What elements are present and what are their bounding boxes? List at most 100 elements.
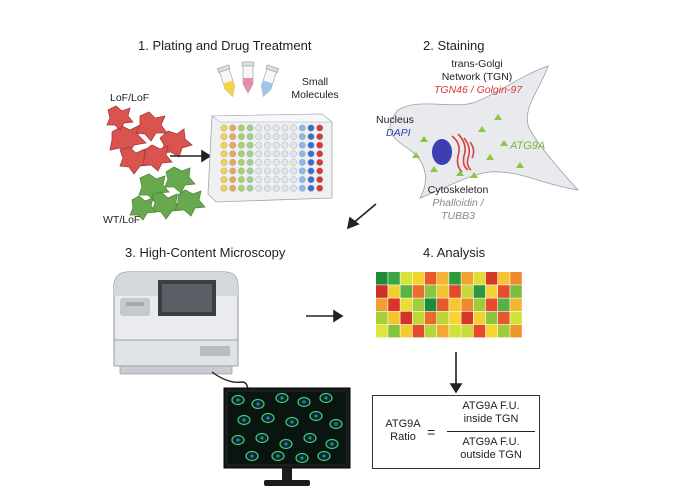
plate-well [307,150,315,158]
dapi-label: DAPI [386,127,411,139]
plate-well [316,133,324,141]
plate-well [220,133,228,141]
plate-well [237,167,245,175]
plate-well [281,184,289,192]
formula-numerator: ATG9A F.U. inside TGN [449,400,533,426]
plate-well [298,176,306,184]
well-plate [207,113,333,203]
plate-well [281,133,289,141]
plate-well [290,158,297,166]
plate-well [316,124,324,132]
cyto-markers-2: TUBB3 [441,210,475,222]
plate-well [281,141,289,149]
plate-well [307,184,315,192]
plate-well [272,150,280,158]
numerator-2: inside TGN [463,413,519,425]
plate-well [255,167,263,175]
plate-well [237,150,245,158]
formula-denominator: ATG9A F.U. outside TGN [449,436,533,462]
plate-well [246,158,254,166]
formula-lhs-1: ATG9A [385,418,421,430]
cyto-markers-1: Phalloidin / [432,197,484,209]
plate-well [255,150,263,158]
plate-well [229,133,237,141]
plate-well [290,176,297,184]
plate-well [307,158,315,166]
plate-well [264,184,271,192]
plate-well [298,184,306,192]
plate-well [264,141,271,149]
plate-well [316,141,324,149]
nucleus-label: Nucleus [376,114,414,126]
denominator-2: outside TGN [460,449,522,461]
plate-well [229,184,237,192]
plate-well [237,184,245,192]
plate-well [220,150,228,158]
plate-well [255,176,263,184]
plate-well [281,150,289,158]
wt-label: WT/LoF [103,214,141,226]
plate-well [220,141,228,149]
plate-well [298,133,306,141]
formula-lhs-2: Ratio [390,431,416,443]
plate-well [316,150,324,158]
plate-well [229,167,237,175]
plate-well [290,167,297,175]
plate-well [281,167,289,175]
plate-well [264,150,271,158]
plate-well [255,133,263,141]
plate-well [220,158,228,166]
denominator-1: ATG9A F.U. [462,436,520,448]
plate-well [298,158,306,166]
plate-well [272,184,280,192]
plate-well [264,176,271,184]
lof-label: LoF/LoF [110,92,150,104]
plate-well [272,124,280,132]
plate-well [220,167,228,175]
plate-well [264,167,271,175]
plate-well [246,150,254,158]
plate-well [255,141,263,149]
cytoskeleton-label: Cytoskeleton Phalloidin / TUBB3 [418,184,498,223]
step-4-title: 4. Analysis [423,245,486,260]
plate-well [237,124,245,132]
plate-well [316,176,324,184]
plate-well [264,124,271,132]
atg9a-label: ATG9A [510,140,546,152]
plate-well [229,150,237,158]
plate-well [264,133,271,141]
plate-well [237,141,245,149]
plate-well [281,176,289,184]
plate-well [290,124,297,132]
formula-equals: = [427,424,436,440]
plate-well [298,141,306,149]
plate-well [237,133,245,141]
plate-well [290,133,297,141]
formula-box: ATG9A Ratio = ATG9A F.U. inside TGN ATG9… [372,395,540,469]
step-3-title: 3. High-Content Microscopy [125,245,286,260]
plate-well [316,167,324,175]
small-molecules-line-1: Small [301,76,329,88]
step-2-title: 2. Staining [423,38,485,53]
plate-well [307,141,315,149]
small-molecules-line-2: Molecules [291,89,339,101]
plate-well [220,176,228,184]
plate-well [272,141,280,149]
plate-well [281,158,289,166]
plate-well [255,184,263,192]
plate-well [307,133,315,141]
plate-well [307,167,315,175]
plate-well [246,141,254,149]
plate-well [264,158,271,166]
plate-well [246,184,254,192]
small-molecules-label: Small Molecules [285,76,345,102]
plate-well [229,158,237,166]
plate-well [272,158,280,166]
plate-well [272,167,280,175]
plate-well [290,150,297,158]
plate-well [255,124,263,132]
plate-well [290,141,297,149]
fraction-bar [447,431,535,432]
formula-lhs: ATG9A Ratio [383,418,423,444]
